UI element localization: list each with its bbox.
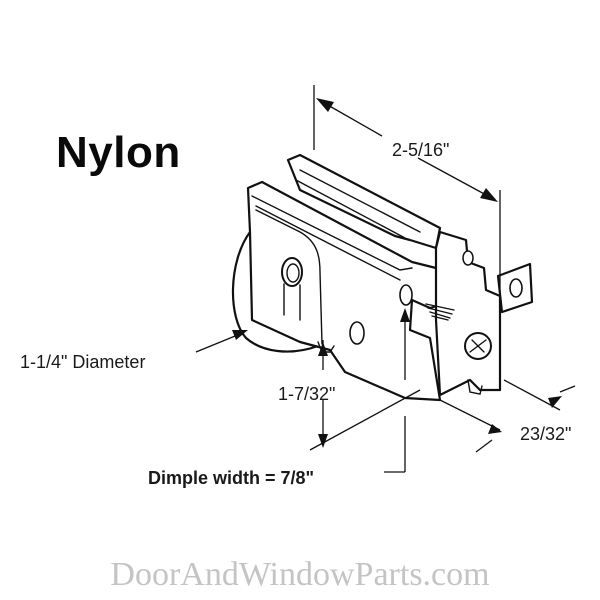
product-title: Nylon	[56, 128, 181, 177]
housing-front-face	[246, 180, 442, 402]
length-dimension-label: 2-5/16"	[392, 140, 450, 160]
dimple-hole	[399, 284, 413, 306]
watermark: DoorAndWindowParts.com	[110, 556, 490, 593]
dimple-hole-lower	[349, 321, 365, 345]
housing-top	[286, 153, 442, 250]
width-dimension-label: 23/32"	[520, 424, 572, 444]
dimple-width-label: Dimple width = 7/8"	[148, 468, 315, 488]
wheel-diameter-label: 1-1/4" Diameter	[20, 352, 146, 372]
height-dimension-label: 1-7/32"	[278, 384, 336, 404]
adjustment-spring	[425, 303, 455, 321]
tab-hole	[509, 278, 523, 298]
